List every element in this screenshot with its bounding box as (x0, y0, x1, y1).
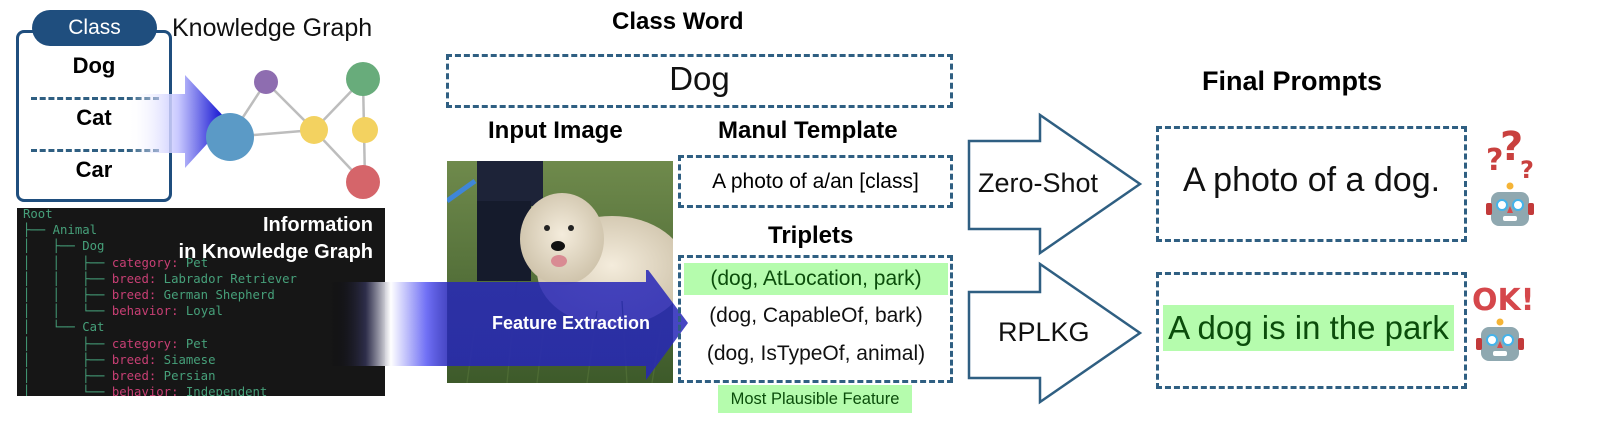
knowledge-graph-diagram (128, 62, 380, 199)
terminal-line: │ └── Cat (23, 320, 105, 335)
triplet-item: (dog, IsTypeOf, animal) (706, 342, 926, 365)
manual-template-value: A photo of a/an [class] (712, 170, 919, 193)
manual-template-box (678, 155, 953, 208)
rplkg-arrow (967, 261, 1143, 405)
terminal-line: │ │ ├── breed: German Shepherd (23, 288, 275, 303)
method-arrows (967, 112, 1143, 405)
class-item-dog: Dog (72, 53, 116, 78)
svg-text:OK!: OK! (1472, 283, 1534, 318)
terminal-line: │ ├── breed: Persian (23, 369, 216, 384)
svg-text:?: ? (1520, 156, 1534, 184)
graph-node-green (346, 62, 380, 96)
terminal-line: │ │ ├── category: Pet (23, 255, 209, 270)
graph-node-yellow (300, 116, 328, 144)
robot-ok-icon: OK! (1472, 283, 1534, 361)
class-tab-label: Class (32, 10, 157, 46)
class-word-title: Class Word (612, 8, 744, 35)
class-to-graph-arrow (128, 75, 228, 168)
terminal-line: │ ├── category: Pet (23, 336, 209, 351)
zero-shot-prompt: A photo of a dog. (1182, 161, 1441, 199)
terminal-line: │ │ ├── breed: Labrador Retriever (23, 271, 297, 286)
graph-node-red (346, 165, 380, 199)
triplet-item-highlighted: (dog, AtLocation, park) (684, 263, 948, 295)
terminal-line: Root (23, 208, 53, 221)
child-jacket (477, 161, 543, 206)
zero-shot-prompt-box (1156, 126, 1467, 242)
feature-extraction-arrow (330, 270, 688, 380)
graph-node-purple (254, 70, 278, 94)
terminal-line: │ └── behavior: Independent (23, 385, 268, 396)
robot-confused-icon: ? ? ? (1486, 130, 1534, 226)
graph-node-yellow-small (352, 117, 378, 143)
svg-text:?: ? (1486, 143, 1503, 178)
terminal-line: │ ├── breed: Siamese (23, 352, 216, 367)
dog-head (520, 193, 604, 285)
terminal-line: ├── Animal (23, 223, 98, 238)
rplkg-label: RPLKG (998, 317, 1090, 347)
class-item-cat: Cat (76, 105, 112, 130)
terminal-tree-text: Root ├── Animal│ ├── Dog│ │ ├── category:… (23, 208, 297, 396)
manual-template-title: Manul Template (718, 117, 898, 144)
triplets-box (678, 255, 953, 383)
terminal-title-line1: Information (263, 214, 373, 236)
knowledge-graph-title: Knowledge Graph (172, 14, 373, 42)
input-image-title: Input Image (488, 117, 623, 144)
terminal-line: │ │ └── behavior: Loyal (23, 304, 223, 319)
class-divider (31, 149, 159, 152)
feature-extraction-label: Feature Extraction (492, 313, 651, 333)
class-divider (31, 97, 159, 100)
svg-text:?: ? (1500, 130, 1523, 170)
class-word-box (446, 54, 953, 108)
triplets-title: Triplets (768, 222, 854, 249)
terminal-title-line2: in Knowledge Graph (178, 241, 373, 263)
graph-node-blue (206, 113, 254, 161)
class-item-car: Car (75, 157, 113, 182)
zero-shot-label: Zero-Shot (978, 168, 1099, 198)
zero-shot-arrow (967, 112, 1143, 256)
final-prompts-title: Final Prompts (1202, 66, 1383, 96)
class-word-value: Dog (669, 60, 730, 97)
most-plausible-feature-label: Most Plausible Feature (718, 385, 912, 413)
rplkg-prompt: A dog is in the park (1163, 305, 1454, 351)
knowledge-graph-terminal: Root ├── Animal│ ├── Dog│ │ ├── category:… (17, 208, 385, 396)
rplkg-prompt-box (1156, 272, 1467, 389)
terminal-line: │ ├── Dog (23, 239, 105, 254)
terminal-title: Information in Knowledge Graph (179, 212, 373, 266)
triplet-item: (dog, CapableOf, bark) (709, 304, 923, 327)
